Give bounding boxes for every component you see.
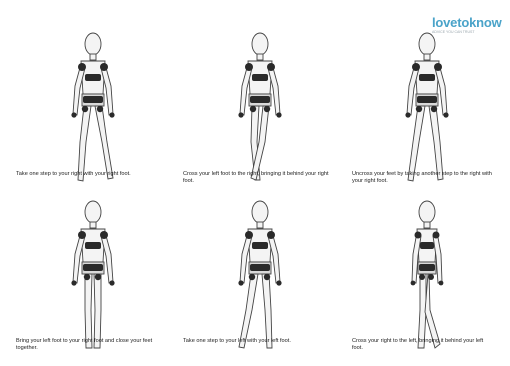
mannequin-figure-step-1 (48, 30, 138, 188)
step-caption-5: Take one step to your left with your lef… (183, 338, 348, 345)
step-panel-5: Take one step to your left with your lef… (175, 186, 343, 361)
mannequin-figure-step-6 (382, 198, 472, 356)
mannequin-figure-step-3 (382, 30, 472, 188)
step-panel-3: Uncross your feet by taking another step… (342, 18, 510, 193)
mannequin-figure-step-5 (215, 198, 305, 356)
step-panel-2: Cross your left foot to the right, bring… (175, 18, 343, 193)
mannequin-figure-step-2 (215, 30, 305, 188)
step-caption-3: Uncross your feet by taking another step… (352, 171, 502, 185)
step-caption-6: Cross your right to the left, bringing i… (352, 338, 492, 352)
step-panel-1: Take one step to your right with your ri… (8, 18, 176, 193)
step-caption-4: Bring your left foot to your right foot … (16, 338, 156, 352)
mannequin-figure-step-4 (48, 198, 138, 356)
step-caption-2: Cross your left foot to the right, bring… (183, 171, 333, 185)
step-panel-6: Cross your right to the left, bringing i… (342, 186, 510, 361)
step-panel-4: Bring your left foot to your right foot … (8, 186, 176, 361)
step-caption-1: Take one step to your right with your ri… (16, 171, 156, 178)
